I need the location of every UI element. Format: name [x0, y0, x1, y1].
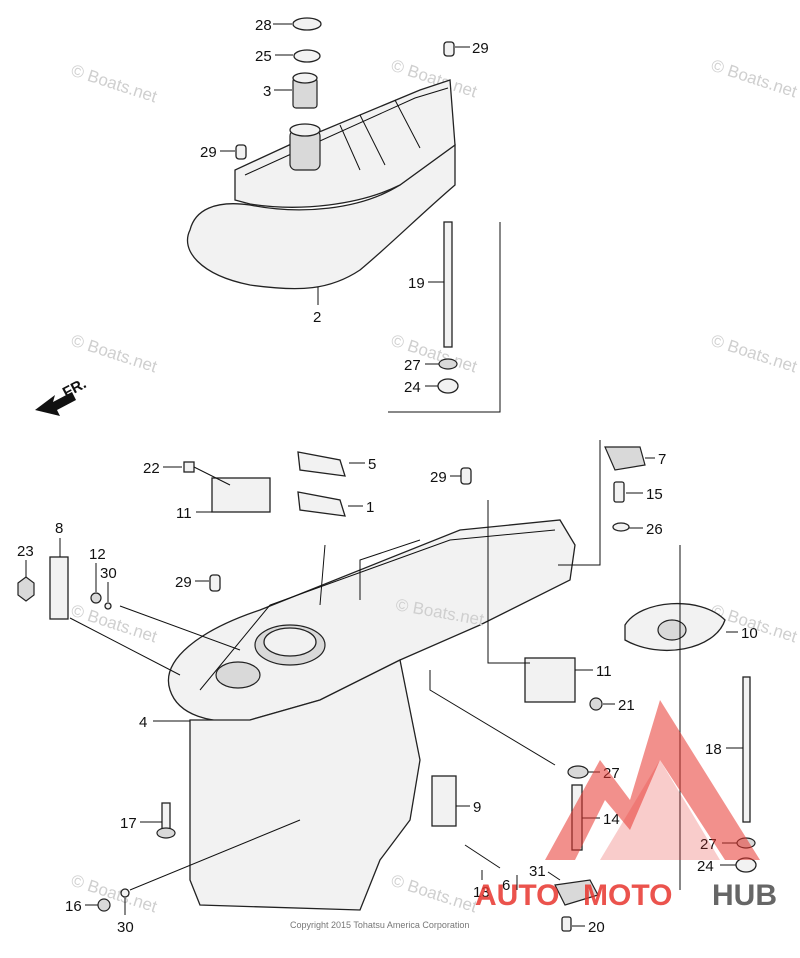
- callout-4: 4: [139, 714, 147, 731]
- callout-15: 15: [646, 486, 663, 503]
- callouts: 28 25 3 29 29 2 19 27 24 22 5 1 11 29 7 …: [17, 17, 758, 936]
- callout-11-right: 11: [596, 663, 612, 680]
- front-arrow-icon: FR.: [35, 375, 89, 416]
- callout-24-upper: 24: [404, 379, 421, 396]
- callout-1: 1: [366, 499, 374, 516]
- watermark: © Boats.net: [69, 61, 160, 107]
- watermark: © Boats.net: [709, 56, 800, 102]
- automotohub-logo: AUTO MOTO HUB: [475, 700, 777, 912]
- callout-28: 28: [255, 17, 272, 34]
- callout-24-right: 24: [697, 858, 714, 875]
- callout-30-upper: 30: [100, 565, 117, 582]
- small-parts: [17, 440, 757, 932]
- callout-6: 6: [502, 877, 510, 894]
- callout-16: 16: [65, 898, 82, 915]
- logo-auto: AUTO: [475, 879, 559, 912]
- callout-17: 17: [120, 815, 137, 832]
- watermark: © Boats.net: [709, 331, 800, 377]
- watermark: © Boats.net: [389, 871, 480, 917]
- callout-29-left: 29: [200, 144, 217, 161]
- callout-20: 20: [588, 919, 605, 936]
- callout-8: 8: [55, 520, 63, 537]
- callout-12: 12: [89, 546, 106, 563]
- callout-10: 10: [741, 625, 758, 642]
- copyright-notice: Copyright 2015 Tohatsu America Corporati…: [290, 920, 469, 930]
- callout-31: 31: [529, 863, 546, 880]
- callout-21: 21: [618, 697, 635, 714]
- callout-22: 22: [143, 460, 160, 477]
- callout-3: 3: [263, 83, 271, 100]
- callout-2: 2: [313, 309, 321, 326]
- callout-13: 13: [473, 884, 490, 901]
- callout-25: 25: [255, 48, 272, 65]
- logo-hub: HUB: [712, 879, 777, 912]
- callout-18: 18: [705, 741, 722, 758]
- callout-30-lower: 30: [117, 919, 134, 936]
- callout-29-top: 29: [472, 40, 489, 57]
- logo-moto: MOTO: [583, 879, 672, 912]
- callout-29-low: 29: [175, 574, 192, 591]
- callout-9: 9: [473, 799, 481, 816]
- watermark: © Boats.net: [69, 601, 160, 647]
- callout-23: 23: [17, 543, 34, 560]
- watermark: © Boats.net: [389, 331, 480, 377]
- watermark: © Boats.net: [69, 331, 160, 377]
- callout-11-left: 11: [176, 505, 192, 522]
- callout-29-mid: 29: [430, 469, 447, 486]
- callout-19: 19: [408, 275, 425, 292]
- callout-27-upper: 27: [404, 357, 421, 374]
- watermark: © Boats.net: [69, 871, 160, 917]
- callout-5: 5: [368, 456, 376, 473]
- callout-7: 7: [658, 451, 666, 468]
- lower-casing: [167, 467, 576, 911]
- upper-casing: [186, 17, 456, 290]
- callout-14: 14: [603, 811, 620, 828]
- stud-19-group: [388, 221, 501, 413]
- callout-26: 26: [646, 521, 663, 538]
